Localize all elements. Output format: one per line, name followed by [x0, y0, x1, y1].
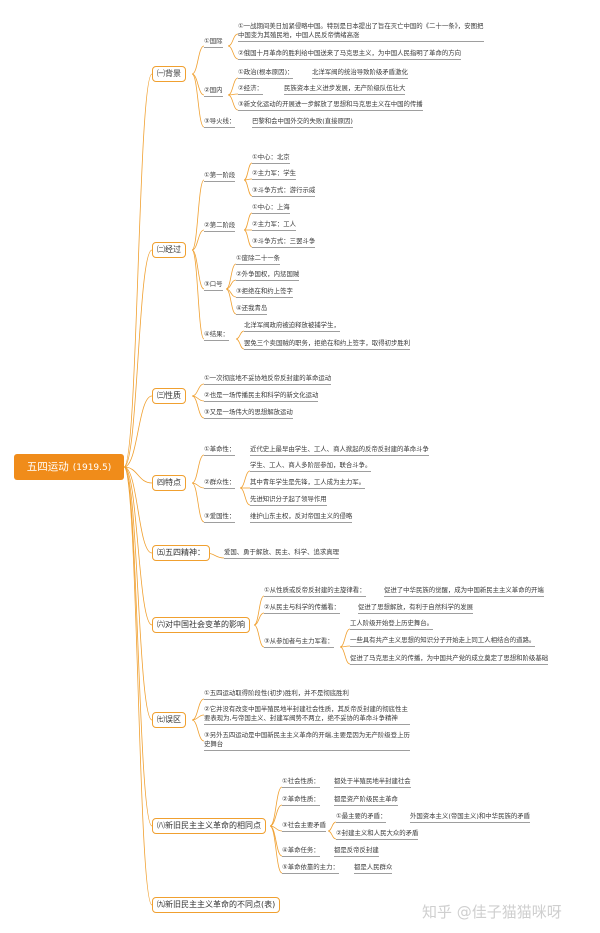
- similarity-contradiction-main-label: ①最主要的矛盾：: [336, 812, 387, 823]
- misconception-2: ②它并没有改变中国半殖民地半封建社会性质，其反帝反封建的彻底性主要表现为,与帝国…: [204, 705, 410, 725]
- domestic-culture-text: ③新文化运动的开展进一步解放了思想和马克思主义在中国的传播: [238, 100, 423, 111]
- similarity-society-label: ①社会性质：: [282, 777, 320, 788]
- domestic-economy-text: 民族资本主义进步发展，无产阶级队伍壮大: [284, 84, 406, 95]
- impact-3-3: 促进了马克思主义的传播，为中国共产党的成立奠定了思想和阶级基础: [350, 654, 549, 665]
- stage-2-center: ①中心：上海: [252, 203, 290, 214]
- section-nature[interactable]: ㈢性质: [152, 388, 186, 404]
- feature-mass-label: ②群众性：: [204, 478, 236, 489]
- similarity-nature-label: ②革命性质：: [282, 795, 320, 806]
- trigger-text: 巴黎和会中国外交的失败(直接原因): [252, 117, 353, 128]
- section-similarities[interactable]: ㈧新旧民主主义革命的相同点: [152, 818, 266, 834]
- trigger-label: ③导火线：: [204, 117, 236, 128]
- similarity-society-text: 都处于半殖民地半封建社会: [334, 777, 411, 788]
- leaf-international-2: ②俄国十月革命的胜利给中国送来了马克思主义，为中国人民指明了革命的方向: [238, 49, 462, 60]
- nature-1: ①一次彻底地不妥协地反帝反封建的革命运动: [204, 374, 332, 385]
- section-background[interactable]: ㈠背景: [152, 66, 186, 82]
- impact-2-text: 促进了思想解放，有利于自然科学的发展: [358, 603, 474, 614]
- result-2: 罢免三个卖国贼的职务，拒绝在和约上签字，取得初步胜利: [244, 339, 411, 350]
- stage-1-method: ③斗争方式：游行示威: [252, 186, 316, 197]
- feature-revolutionary-text: 近代史上最早由学生、工人、商人掀起的反帝反封建的革命斗争: [250, 445, 429, 456]
- section-features[interactable]: ㈣特点: [152, 475, 186, 491]
- similarity-task-text: 都是反帝反封建: [334, 846, 379, 857]
- section-spirit[interactable]: ㈤五四精神：: [152, 545, 210, 561]
- stage-1-center: ①中心：北京: [252, 153, 290, 164]
- section-misconceptions[interactable]: ㈦误区: [152, 712, 186, 728]
- impact-3-1: 工人阶级开始登上历史舞台。: [350, 619, 434, 630]
- result-label: ④结果：: [204, 330, 229, 341]
- domestic-politics-text: 北洋军阀的统治导致阶级矛盾激化: [312, 68, 408, 79]
- root-date: (1919.5): [72, 463, 112, 473]
- domestic-economy-label: ②经济：: [238, 84, 263, 95]
- branch-domestic: ②国内: [204, 86, 223, 97]
- feature-patriotic-text: 维护山东主权，反对帝国主义的侵略: [250, 512, 353, 523]
- root-title: 五四运动: [26, 461, 69, 473]
- impact-2-label: ②从民主与科学的传播看：: [264, 603, 341, 614]
- similarity-task-label: ④革命任务：: [282, 846, 320, 857]
- similarity-force-label: ⑤革命依靠的主力：: [282, 863, 339, 874]
- misconception-3: ③另外五四运动是中国新民主主义革命的开端,主要是因为无产阶级登上历史舞台: [204, 731, 410, 751]
- stage-1-force: ②主力军：学生: [252, 169, 297, 180]
- feature-mass-3: 先进知识分子起了领导作用: [250, 495, 327, 506]
- feature-mass-1: 学生、工人、商人多阶层参加，联合斗争。: [250, 461, 372, 472]
- watermark: 知乎 @佳子猫猫咪呀: [422, 903, 562, 921]
- feature-patriotic-label: ③爱国性：: [204, 512, 236, 523]
- spirit-text: 爱国、勇于解放、民主、科学、追求真理: [224, 548, 340, 559]
- nature-2: ②也是一场传播民主和科学的新文化运动: [204, 391, 319, 402]
- feature-mass-2: 其中青年学生是先锋，工人成为主力军。: [250, 478, 366, 489]
- result-1: 北洋军阀政府被迫释放被捕学生，: [244, 321, 340, 332]
- section-process[interactable]: ㈡经过: [152, 242, 186, 258]
- slogan-4: ④还我青岛: [236, 304, 268, 315]
- similarity-contradiction-main-text: 外国资本主义(帝国主义)和中华民族的矛盾: [410, 812, 531, 823]
- section-impact[interactable]: ㈥对中国社会变革的影响: [152, 617, 250, 633]
- section-differences[interactable]: ㈨新旧民主主义革命的不同点(表): [152, 897, 281, 913]
- slogan-1: ①废除二十一条: [236, 254, 281, 265]
- stage-2-force: ②主力军：工人: [252, 220, 297, 231]
- domestic-politics-label: ①政治(根本原因)：: [238, 68, 294, 79]
- impact-3-2: 一些具有共产主义思想的知识分子开始走上同工人相结合的道路。: [350, 636, 536, 647]
- impact-1-label: ①从性质或反帝反封建的主旋律看：: [264, 586, 366, 597]
- similarity-force-text: 都是人民群众: [354, 863, 393, 874]
- nature-3: ③又是一场伟大的思想解放运动: [204, 408, 293, 419]
- impact-3-label: ③从参加者与主力军看：: [264, 637, 334, 648]
- stage-2-method: ③斗争方式：三罢斗争: [252, 237, 316, 248]
- stage-1-label: ①第一阶段: [204, 171, 236, 182]
- stage-2-label: ②第二阶段: [204, 221, 236, 232]
- root-node[interactable]: 五四运动(1919.5): [14, 454, 124, 480]
- similarity-contradiction-2: ②封建主义和人民大众的矛盾: [336, 829, 419, 840]
- slogan-label: ③口号: [204, 280, 223, 291]
- slogan-2: ②外争国权，内惩国贼: [236, 270, 300, 281]
- similarity-nature-text: 都是资产阶级民主革命: [334, 795, 398, 806]
- feature-revolutionary-label: ①革命性：: [204, 445, 236, 456]
- impact-1-text: 促进了中华民族的觉醒，成为中国新民主主义革命的开端: [384, 586, 544, 597]
- misconception-1: ①五四运动取得阶段性(初步)胜利，并不是彻底胜利: [204, 689, 349, 700]
- similarity-contradiction-label: ③社会主要矛盾: [282, 821, 327, 832]
- leaf-international-1: ①一战期间美日加紧侵略中国。特别是日本提出了旨在灭亡中国的《二十一条》，安图把中…: [238, 22, 484, 42]
- slogan-3: ③拒绝在和约上签字: [236, 287, 293, 298]
- branch-international: ①国际: [204, 37, 223, 48]
